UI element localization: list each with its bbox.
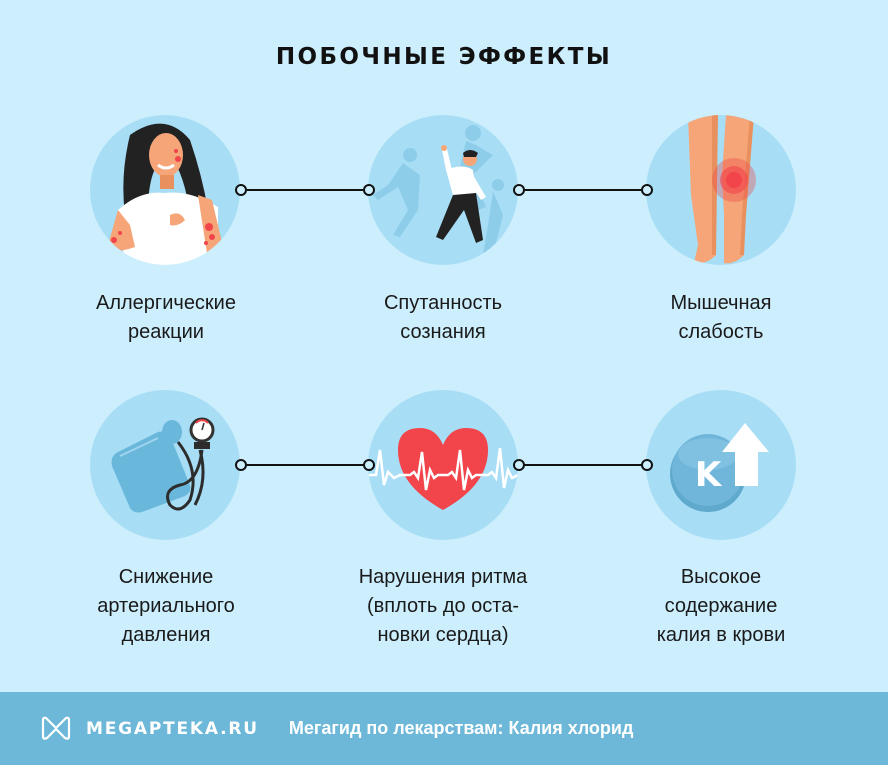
label-line: Спутанность xyxy=(383,292,503,314)
footer-bar: MEGAPTEKA.RU Мегагид по лекарствам: Кали… xyxy=(0,692,888,765)
label-line: новки сердца) xyxy=(377,624,509,646)
label-line: Аллергические xyxy=(96,292,236,314)
connector-dot xyxy=(363,459,375,471)
connector-dot xyxy=(235,184,247,196)
effect-label-allergy: Аллергические реакции xyxy=(46,289,286,347)
label-line: слабость xyxy=(678,321,764,343)
allergy-woman-icon xyxy=(90,115,240,265)
connector-dot xyxy=(235,459,247,471)
footer-caption: Мегагид по лекарствам: Калия хлорид xyxy=(288,718,634,738)
brand-name[interactable]: MEGAPTEKA.RU xyxy=(86,718,259,739)
label-line: Высокое xyxy=(680,566,762,588)
label-line: калия в крови xyxy=(656,624,786,646)
heart-rhythm-icon xyxy=(368,390,518,540)
page-title: ПОБОЧНЫЕ ЭФФЕКТЫ xyxy=(275,44,613,70)
connector-dot xyxy=(513,184,525,196)
label-line: Снижение xyxy=(118,566,214,588)
effect-label-confusion: Спутанность сознания xyxy=(323,289,563,347)
megapteka-logo-icon xyxy=(41,716,71,740)
label-line: (вплоть до оста- xyxy=(366,595,520,617)
label-line: содержание xyxy=(664,595,778,617)
connector-line xyxy=(247,464,367,466)
connector-dot xyxy=(363,184,375,196)
legs-pain-icon xyxy=(646,115,796,265)
connector-line xyxy=(524,464,644,466)
label-line: реакции xyxy=(128,321,204,343)
label-line: давления xyxy=(121,624,211,646)
connector-dot xyxy=(641,184,653,196)
connector-line xyxy=(247,189,367,191)
effect-label-arrhythmia: Нарушения ритма (вплоть до оста- новки с… xyxy=(323,563,563,650)
connector-dot xyxy=(513,459,525,471)
potassium-up-icon: K xyxy=(646,390,796,540)
effect-label-hyperkalemia: Высокое содержание калия в крови xyxy=(601,563,841,650)
label-line: Мышечная xyxy=(670,292,772,314)
confused-man-icon xyxy=(368,115,518,265)
label-line: Нарушения ритма xyxy=(358,566,528,588)
connector-line xyxy=(524,189,644,191)
label-line: сознания xyxy=(400,321,486,343)
label-line: артериального xyxy=(97,595,235,617)
svg-text:K: K xyxy=(695,455,723,495)
effect-label-low-blood-pressure: Снижение артериального давления xyxy=(46,563,286,650)
blood-pressure-monitor-icon xyxy=(90,390,240,540)
effect-label-muscle-weakness: Мышечная слабость xyxy=(601,289,841,347)
connector-dot xyxy=(641,459,653,471)
